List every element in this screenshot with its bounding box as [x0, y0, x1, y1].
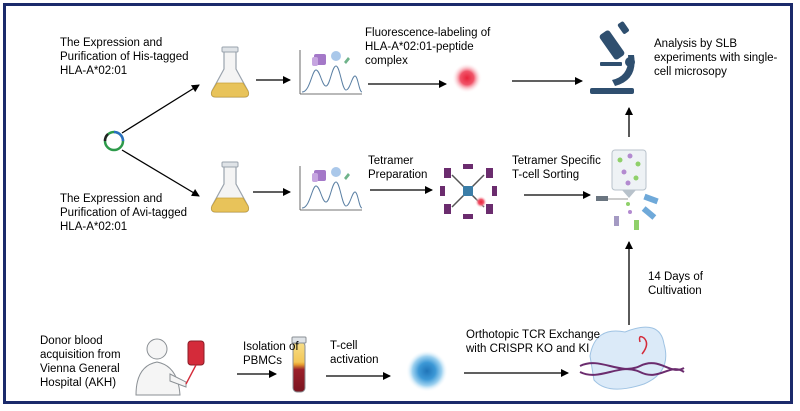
tetramer-icon	[440, 164, 497, 219]
donor-label: Donor blood acquisition from Vienna Gene…	[40, 335, 121, 389]
fluorescence-label: Fluorescence-labeling of HLA-A*02:01-pep…	[365, 27, 491, 67]
donor-icon	[135, 338, 187, 396]
pbmc-label: Isolation of PBMCs	[243, 341, 299, 367]
flask-icon	[210, 46, 250, 98]
analysis-label: Analysis by SLB experiments with single-…	[654, 38, 778, 78]
cultivation-label: 14 Days of Cultivation	[648, 271, 703, 297]
tetramer-prep-label: Tetramer Preparation	[368, 155, 428, 181]
tetramer-sort-label: Tetramer Specific T-cell Sorting	[512, 155, 601, 181]
fluorescent-dot-icon	[452, 63, 482, 93]
flask-icon	[210, 161, 250, 213]
activation-label: T-cell activation	[330, 340, 379, 366]
chromatogram-icon	[299, 165, 363, 211]
plasmid-icon	[103, 130, 125, 152]
t-cell-icon	[406, 350, 448, 392]
crispr-icon	[579, 326, 685, 390]
crispr-label: Orthotopic TCR Exchange with CRISPR KO a…	[466, 329, 601, 355]
blood-tube-icon	[291, 336, 307, 393]
chromatogram-icon	[299, 49, 363, 95]
blood-bag-icon	[185, 340, 205, 385]
microscope-icon	[590, 21, 635, 94]
his-expression-label: The Expression and Purification of His-t…	[60, 37, 189, 77]
avi-expression-label: The Expression and Purification of Avi-t…	[60, 193, 188, 233]
cell-sorter-icon	[596, 149, 659, 230]
